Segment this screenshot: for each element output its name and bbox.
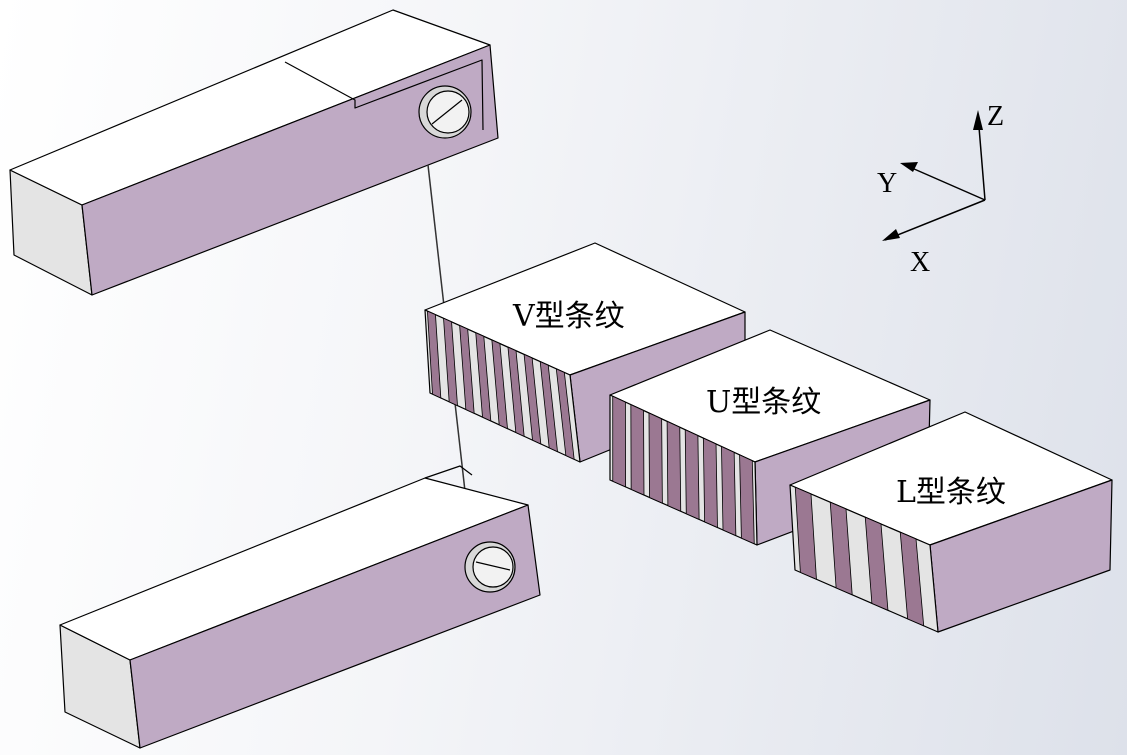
stripe-groove bbox=[739, 454, 755, 545]
l-stripe-block bbox=[789, 411, 1113, 633]
v-type-label: V型条纹 bbox=[512, 299, 625, 334]
top-screw-icon bbox=[418, 85, 472, 139]
stripe-groove bbox=[507, 346, 525, 437]
stripe-groove bbox=[899, 531, 925, 627]
l-type-label: L型条纹 bbox=[896, 475, 1006, 510]
stripe-groove bbox=[648, 412, 663, 504]
stripe-groove bbox=[721, 445, 737, 537]
axis-triad bbox=[882, 110, 986, 241]
stripe-groove bbox=[475, 332, 492, 422]
axis-x-label: X bbox=[910, 247, 930, 278]
top-holder-block bbox=[9, 9, 499, 296]
bottom-holder-block bbox=[59, 465, 541, 749]
stripe-groove bbox=[426, 310, 442, 399]
stripe-groove bbox=[829, 501, 853, 596]
stripe-groove bbox=[491, 339, 508, 430]
stripe-groove bbox=[555, 368, 575, 460]
stripe-groove bbox=[864, 516, 889, 611]
stripe-groove bbox=[523, 353, 542, 445]
u-type-label: U型条纹 bbox=[706, 385, 821, 420]
stripe-groove bbox=[684, 429, 700, 521]
stripe-groove bbox=[443, 317, 458, 407]
bottom-screw-icon bbox=[464, 541, 516, 593]
stripe-groove bbox=[794, 486, 817, 580]
stripe-groove bbox=[702, 437, 718, 529]
axis-z-label: Z bbox=[987, 101, 1004, 132]
stripe-groove bbox=[630, 404, 645, 496]
stripe-groove bbox=[612, 395, 627, 488]
axis-y-label: Y bbox=[877, 168, 897, 199]
stripe-groove bbox=[459, 324, 475, 414]
stripe-groove bbox=[666, 420, 682, 512]
stripe-groove bbox=[539, 360, 558, 453]
